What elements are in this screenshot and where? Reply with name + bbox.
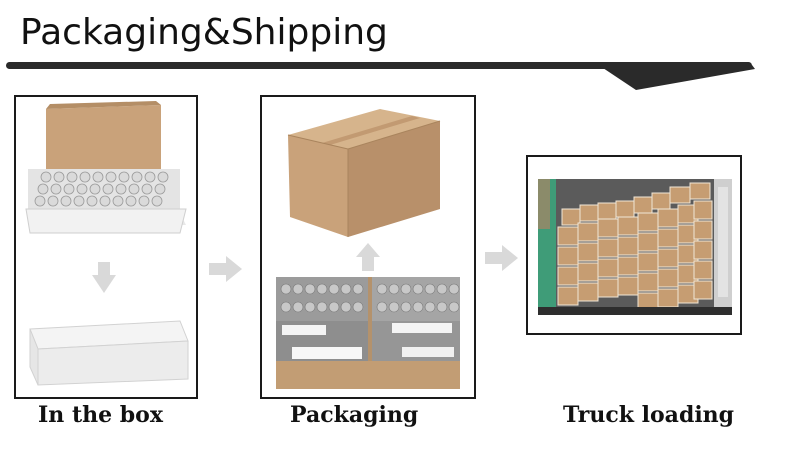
in-the-box-panel — [14, 95, 198, 399]
arrow-right-icon — [209, 256, 242, 282]
caption-packaging: Packaging — [290, 402, 419, 428]
caption-in-the-box: In the box — [38, 402, 163, 428]
title-underline — [6, 62, 755, 90]
open-box-with-jars-image — [25, 101, 189, 386]
arrow-down-icon — [92, 262, 116, 293]
arrow-up-icon — [356, 243, 380, 271]
packaging-panel — [260, 95, 476, 399]
cardboard-carton-image — [276, 109, 460, 389]
page-title: Packaging&Shipping — [20, 12, 388, 53]
caption-truck-loading: Truck loading — [563, 402, 735, 428]
arrow-right-icon — [485, 245, 518, 271]
truck-loading-panel — [526, 155, 742, 335]
container-loading-image — [528, 157, 740, 333]
